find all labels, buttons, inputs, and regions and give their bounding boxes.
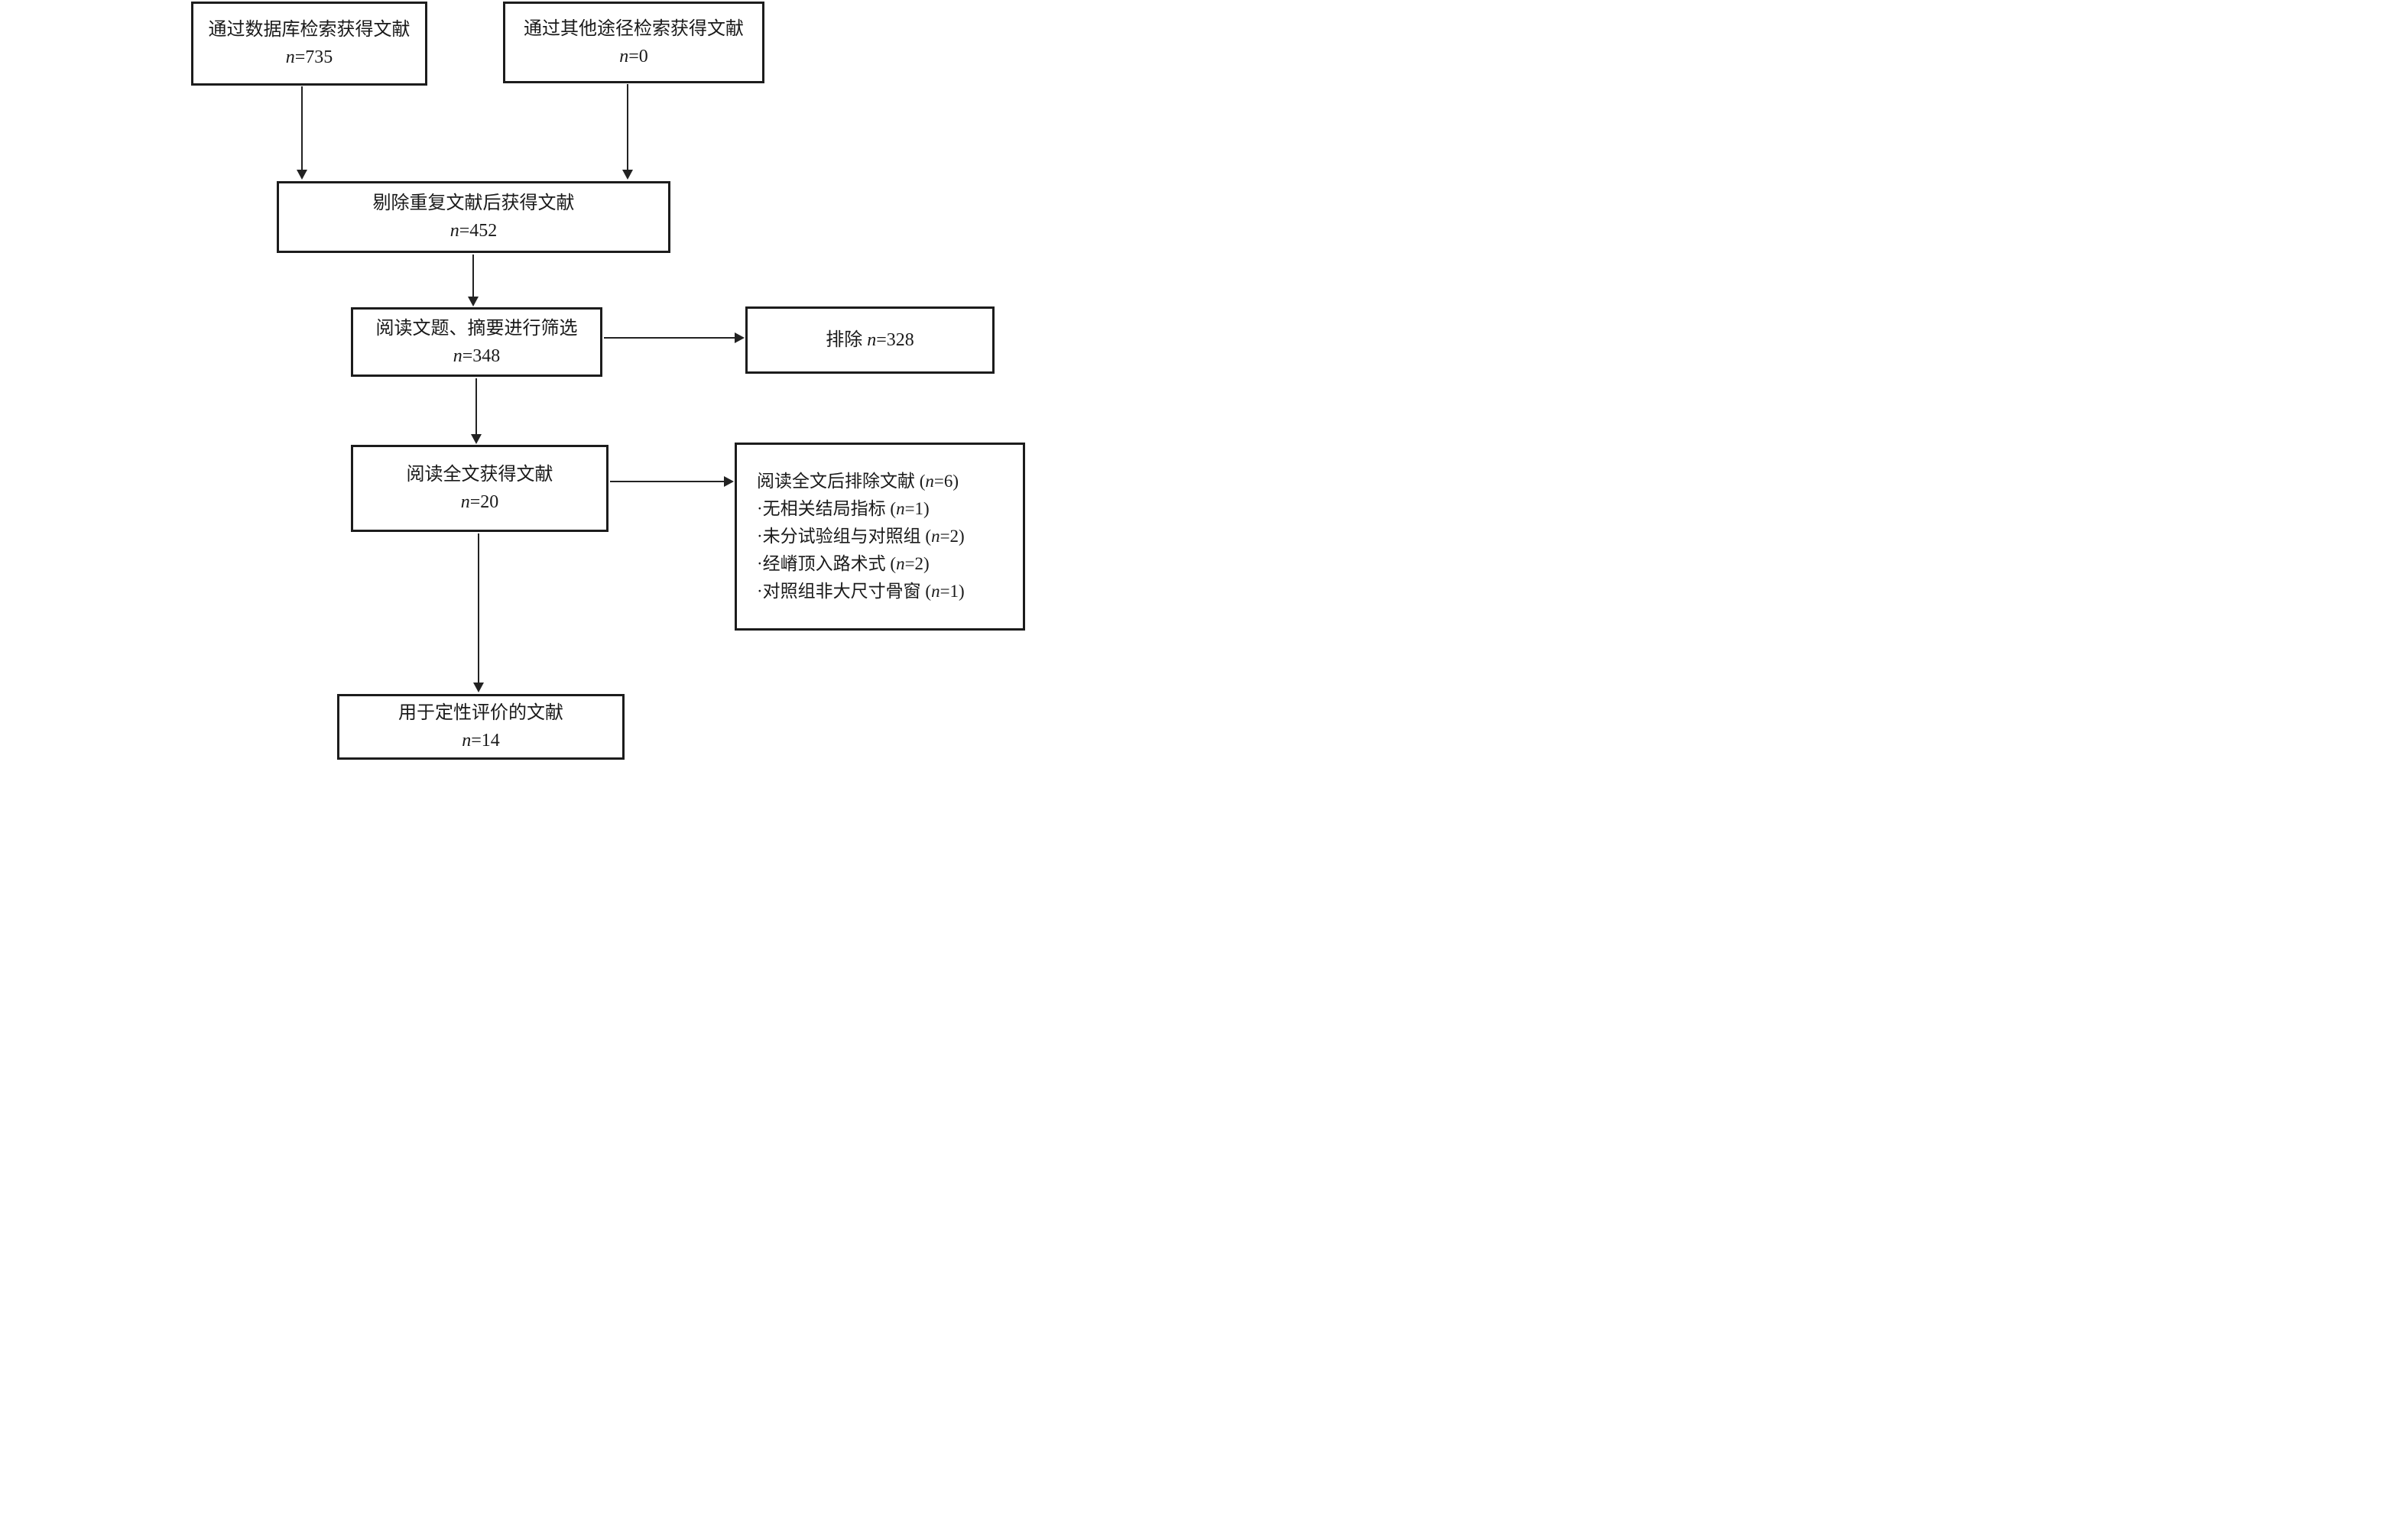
- box-qualitative-synthesis: 用于定性评价的文献 n=14: [337, 694, 625, 760]
- box-label: 阅读全文获得文献: [406, 465, 553, 485]
- box-excluded: 排除 n=328: [745, 306, 995, 374]
- box-count: n=14: [462, 731, 500, 751]
- flowchart-canvas: 通过数据库检索获得文献 n=735 通过其他途径检索获得文献 n=0 剔除重复文…: [0, 0, 1204, 762]
- box-label: 通过数据库检索获得文献: [208, 20, 411, 40]
- box-count: n=348: [453, 345, 501, 366]
- arrow-fulltext-to-excluded-icon: [610, 476, 734, 487]
- arrow-other-to-dedup-icon: [622, 84, 633, 180]
- exclusion-line: ·未分试验组与对照组 (n=2): [757, 527, 965, 546]
- box-fulltext-obtained: 阅读全文获得文献 n=20: [351, 445, 608, 532]
- arrow-fulltext-to-qualitative-icon: [473, 533, 484, 692]
- box-count: n=735: [285, 47, 333, 67]
- exclusion-line: ·对照组非大尺寸骨窗 (n=1): [757, 581, 965, 601]
- box-label: 阅读文题、摘要进行筛选: [375, 318, 578, 339]
- box-title-abstract-screening: 阅读文题、摘要进行筛选 n=348: [351, 307, 602, 377]
- box-fulltext-excluded-reasons: 阅读全文后排除文献 (n=6) ·无相关结局指标 (n=1) ·未分试验组与对照…: [735, 443, 1025, 631]
- arrow-database-to-dedup-icon: [297, 86, 307, 180]
- box-count: n=20: [460, 492, 499, 512]
- arrow-dedup-to-screening-icon: [468, 255, 479, 306]
- exclusion-line: 阅读全文后排除文献 (n=6): [757, 472, 959, 491]
- box-database-search: 通过数据库检索获得文献 n=735: [191, 2, 427, 86]
- exclusion-line: ·无相关结局指标 (n=1): [757, 499, 930, 519]
- box-count: n=0: [619, 46, 648, 66]
- box-other-sources-search: 通过其他途径检索获得文献 n=0: [503, 2, 764, 83]
- exclusion-line: ·经嵴顶入路术式 (n=2): [757, 553, 930, 573]
- box-label: 排除 n=328: [826, 330, 914, 350]
- box-count: n=452: [449, 221, 498, 241]
- box-label: 剔除重复文献后获得文献: [372, 193, 575, 213]
- arrow-screening-to-excluded-icon: [604, 332, 745, 343]
- arrow-screening-to-fulltext-icon: [471, 378, 482, 444]
- box-label: 通过其他途径检索获得文献: [524, 18, 744, 39]
- box-after-deduplication: 剔除重复文献后获得文献 n=452: [277, 181, 670, 253]
- box-label: 用于定性评价的文献: [398, 703, 563, 723]
